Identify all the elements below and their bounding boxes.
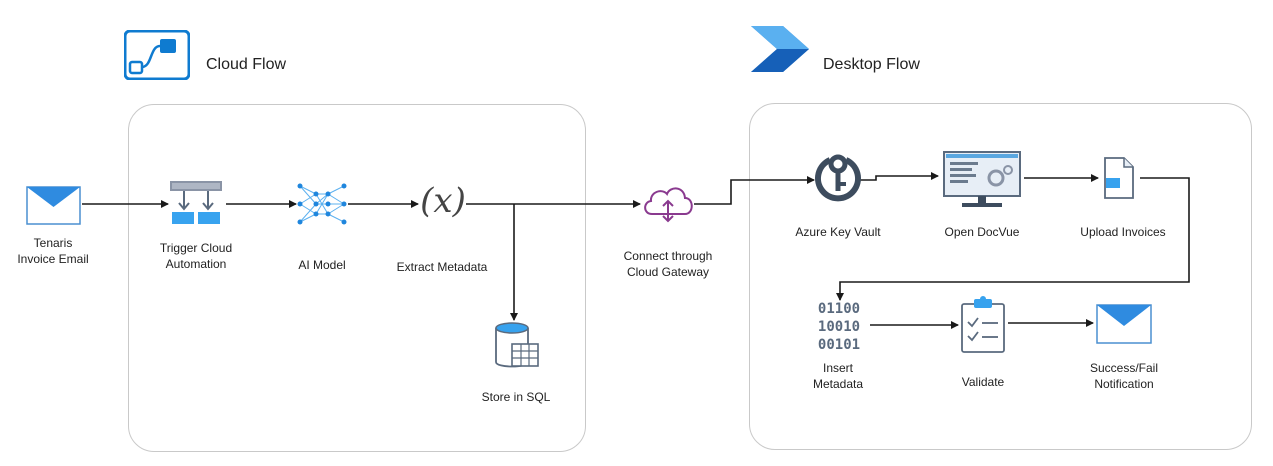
power-automate-icon [124,30,190,80]
insert-metadata-label: Insert Metadata [788,360,888,392]
ai-model-label: AI Model [298,258,346,272]
notification-envelope-icon [1096,304,1152,344]
trigger-icon [170,181,222,224]
ai-model-network-icon [297,183,347,225]
store-sql-label: Store in SQL [481,390,551,404]
binary-line-2: 10010 [817,319,861,335]
gateway-label-line1: Connect through [623,249,713,263]
document-upload-icon [1104,157,1134,199]
clipboard-check-icon [961,296,1005,353]
trigger-label-line2: Automation [165,257,227,271]
desktop-flow-title: Desktop Flow [823,56,920,73]
email-label: Tenaris Invoice Email [0,235,106,267]
key-vault-icon [815,154,861,202]
binary-line-3: 00101 [817,337,861,353]
variable-x-icon: (𝑥) [420,181,466,221]
binary-data-icon: 01100 10010 00101 [806,300,872,354]
gateway-label-line2: Cloud Gateway [626,265,710,279]
extract-metadata-label: Extract Metadata [396,260,488,274]
notification-label-line2: Notification [1094,377,1154,391]
validate-label: Validate [961,375,1005,389]
key-vault-label: Azure Key Vault [795,225,881,239]
cloud-flow-panel [128,104,586,452]
trigger-label-line1: Trigger Cloud [159,241,233,255]
sql-database-icon [495,322,539,368]
upload-label: Upload Invoices [1080,225,1166,239]
power-automate-desktop-icon [751,26,809,72]
binary-line-1: 01100 [817,301,861,317]
docvue-monitor-icon [943,151,1021,207]
notification-label: Success/Fail Notification [1072,360,1176,392]
notification-label-line1: Success/Fail [1089,361,1159,375]
insert-label-line1: Insert [822,361,853,375]
docvue-label: Open DocVue [944,225,1020,239]
insert-label-line2: Metadata [812,377,864,391]
gateway-label: Connect through Cloud Gateway [610,248,726,280]
email-envelope-icon [26,186,81,225]
cloud-flow-title: Cloud Flow [206,56,287,73]
email-label-line2: Invoice Email [17,252,89,266]
trigger-label: Trigger Cloud Automation [146,240,246,272]
email-label-line1: Tenaris [33,236,73,250]
cloud-gateway-icon [644,187,693,223]
